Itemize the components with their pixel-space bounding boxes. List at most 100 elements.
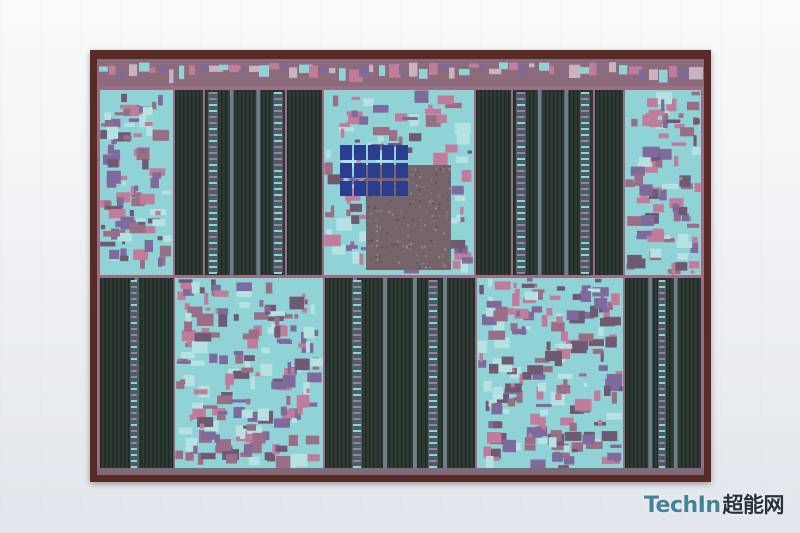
core-speckle <box>397 219 400 222</box>
logic-cell <box>694 182 701 193</box>
memory-bitline <box>249 90 251 275</box>
memory-bitline <box>669 278 671 470</box>
io-cell <box>479 62 484 72</box>
logic-cell <box>526 326 531 330</box>
logic-cell <box>607 301 613 311</box>
die-shot <box>90 50 711 482</box>
decoder-cell <box>429 304 437 306</box>
logic-cell <box>404 267 419 274</box>
core-speckle <box>419 229 422 232</box>
logic-cell <box>233 314 239 321</box>
logic-cell <box>114 112 128 116</box>
memory-bitline <box>241 90 243 275</box>
logic-cell <box>100 224 106 230</box>
logic-cell <box>548 437 557 448</box>
memory-bitline <box>175 90 177 275</box>
logic-cell <box>545 350 563 362</box>
memory-bitline <box>637 278 639 470</box>
memory-bitline <box>156 278 158 470</box>
decoder-cell <box>429 346 437 348</box>
logic-cell <box>477 340 488 353</box>
memory-bitline <box>453 278 455 470</box>
logic-cell <box>123 135 132 140</box>
logic-cell <box>597 419 603 425</box>
logic-cell <box>115 220 123 228</box>
logic-cell <box>611 293 620 306</box>
logic-cell <box>248 329 259 340</box>
core-speckle <box>424 224 427 227</box>
logic-cell <box>214 434 220 443</box>
logic-cell <box>641 166 658 173</box>
memory-bitline <box>299 90 301 275</box>
logic-cell <box>594 297 608 309</box>
decoder-cell <box>659 304 665 306</box>
center-sram-cell <box>368 181 380 196</box>
io-cell <box>319 65 328 73</box>
decoder-cell <box>517 194 525 196</box>
decoder-cell <box>209 260 217 262</box>
core-speckle <box>448 187 451 190</box>
core-speckle <box>430 180 433 183</box>
core-speckle <box>394 226 397 229</box>
logic-cell <box>152 129 170 141</box>
decoder-cell <box>517 140 525 142</box>
memory-bitline <box>461 278 463 470</box>
logic-cell <box>183 375 195 387</box>
memory-bitline <box>225 90 227 275</box>
memory-bitline <box>599 90 601 275</box>
logic-cell <box>398 136 403 144</box>
memory-bitline <box>504 90 506 275</box>
decoder-cell <box>659 328 665 330</box>
decoder-cell <box>429 316 437 318</box>
io-cell <box>649 69 658 81</box>
decoder-cell <box>131 280 137 282</box>
memory-bitline <box>191 90 193 275</box>
core-speckle <box>391 244 394 247</box>
decoder-cell <box>131 352 137 354</box>
logic-cell <box>219 355 228 365</box>
memory-bitline <box>164 278 166 470</box>
decoder-cell <box>517 212 525 214</box>
memory-decoder-band <box>256 90 261 275</box>
logic-cell <box>671 142 687 146</box>
logic-cell <box>606 412 623 420</box>
decoder-cell <box>517 152 525 154</box>
decoder-cell <box>353 412 361 414</box>
logic-cell <box>652 157 663 168</box>
decoder-cell <box>429 298 437 300</box>
memory-bitline <box>569 90 571 275</box>
logic-cell <box>523 311 534 321</box>
logic-cell <box>510 383 515 388</box>
logic-cell <box>141 226 156 234</box>
logic-cell <box>638 156 651 166</box>
decoder-cell <box>429 460 437 462</box>
decoder-cell <box>209 110 217 112</box>
decoder-cell <box>659 436 665 438</box>
logic-cell <box>157 236 163 241</box>
io-cell <box>99 66 108 72</box>
memory-bitline <box>329 278 331 470</box>
logic-cell <box>211 284 221 296</box>
logic-cell <box>514 288 520 300</box>
logic-cell <box>197 452 204 465</box>
logic-cell <box>478 359 487 368</box>
io-cell <box>659 69 668 83</box>
decoder-cell <box>581 152 589 154</box>
logic-cell <box>177 291 186 301</box>
core-speckle <box>441 262 444 265</box>
decoder-cell <box>274 134 282 136</box>
logic-cell <box>560 384 566 395</box>
decoder-cell <box>209 230 217 232</box>
memory-bitline <box>245 90 247 275</box>
memory-bitline <box>513 90 515 275</box>
watermark-cjk: 超能网 <box>722 493 785 517</box>
io-cell <box>489 68 502 75</box>
decoder-cell <box>274 236 282 238</box>
core-speckle <box>425 255 428 258</box>
core-speckle <box>368 240 371 243</box>
core-speckle <box>405 245 408 248</box>
core-speckle <box>391 213 394 216</box>
decoder-cell <box>209 206 217 208</box>
core-speckle <box>407 234 410 237</box>
decoder-cell <box>581 212 589 214</box>
